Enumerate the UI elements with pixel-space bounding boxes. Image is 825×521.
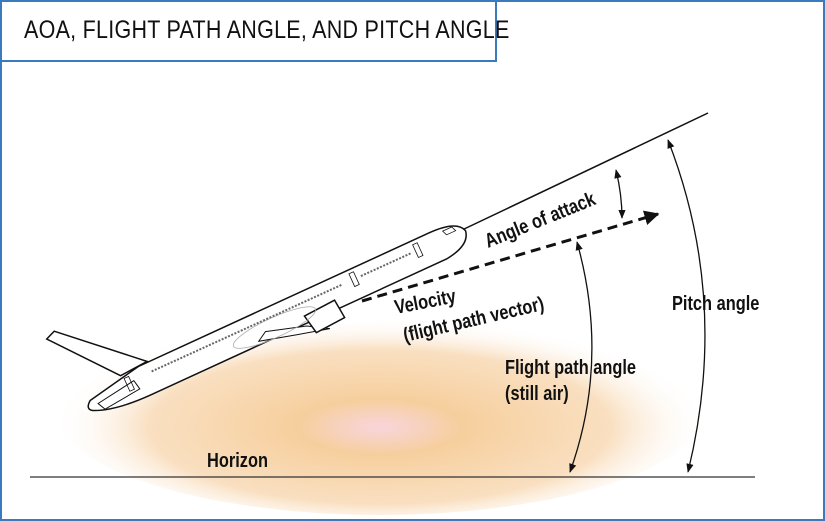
glow-background (50, 295, 710, 515)
door (412, 242, 424, 259)
diagram-title: AOA, FLIGHT PATH ANGLE, AND PITCH ANGLE (24, 16, 510, 44)
pitch-angle-label: Pitch angle (672, 291, 759, 314)
still-air-label: (still air) (505, 381, 569, 404)
pitch-line (461, 112, 709, 231)
horizontal-stabilizer (97, 379, 141, 410)
door (123, 375, 135, 392)
velocity-vector (361, 210, 660, 303)
wing-root (232, 306, 317, 349)
engine (303, 299, 346, 334)
pitch-angle-arc-arrow (667, 139, 706, 473)
horizon-label: Horizon (207, 448, 268, 471)
cockpit-window (441, 226, 457, 236)
airplane (45, 225, 467, 412)
title-box: AOA, FLIGHT PATH ANGLE, AND PITCH ANGLE (2, 2, 509, 62)
window-row (360, 252, 412, 277)
door (348, 271, 360, 288)
angle-of-attack-label: Angle of attack (481, 186, 599, 252)
flight-path-angle-arc-arrow (569, 241, 593, 473)
flight-path-angle-label: Flight path angle (505, 355, 636, 378)
aoa-arc-arrow (614, 169, 626, 219)
window-row (151, 283, 344, 373)
